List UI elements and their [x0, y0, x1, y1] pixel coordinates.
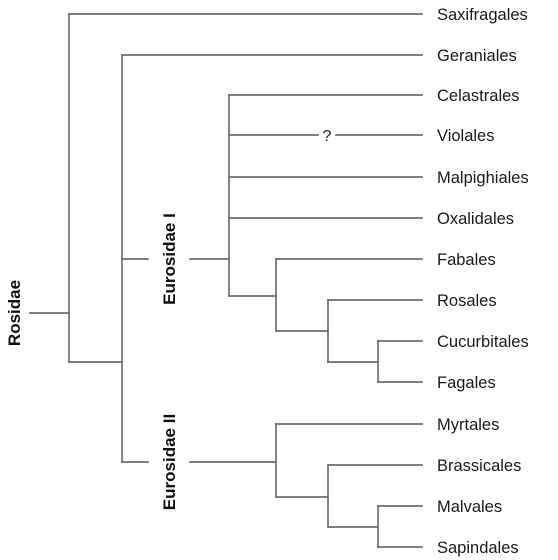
taxon-label: Fabales	[437, 251, 496, 269]
taxon-label: Saxifragales	[437, 6, 528, 24]
taxon-label: Brassicales	[437, 457, 521, 475]
clade-label-eurosidae-ii: Eurosidae II	[160, 414, 179, 510]
taxon-label: Cucurbitales	[437, 333, 529, 351]
clade-label-eurosidae-i: Eurosidae I	[160, 213, 179, 305]
uncertain-marker: ?	[323, 128, 332, 145]
taxon-label: Geraniales	[437, 47, 517, 65]
taxon-label: Malpighiales	[437, 169, 529, 187]
taxon-label: Oxalidales	[437, 210, 514, 228]
taxon-label: Rosales	[437, 292, 497, 310]
taxon-label: Fagales	[437, 374, 496, 392]
taxon-label: Violales	[437, 127, 494, 145]
root-label: Rosidae	[5, 280, 24, 346]
taxon-label: Sapindales	[437, 539, 519, 557]
taxon-label: Malvales	[437, 498, 502, 516]
taxon-label: Myrtales	[437, 416, 499, 434]
taxon-label: Celastrales	[437, 87, 520, 105]
